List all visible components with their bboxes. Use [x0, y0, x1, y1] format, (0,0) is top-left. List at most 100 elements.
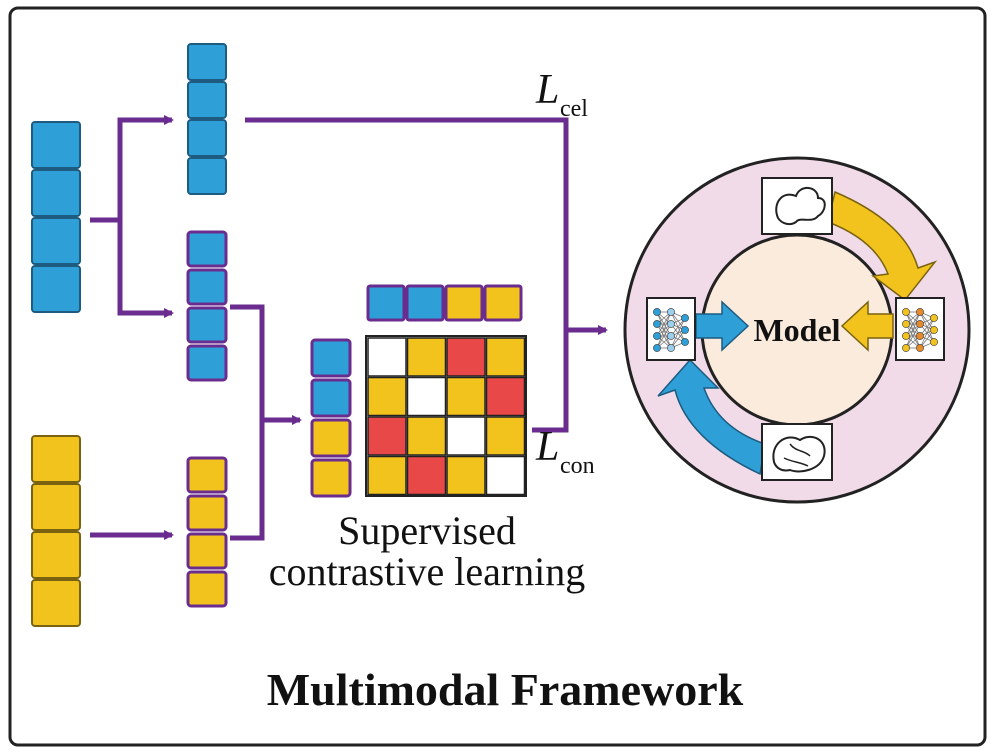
matrix-cell — [485, 416, 526, 456]
image-input-embedding — [31, 121, 81, 313]
matrix-cell — [406, 337, 447, 377]
loss-cel-label: L — [535, 67, 559, 113]
embedding-cell — [31, 169, 81, 217]
matrix-cell — [485, 337, 526, 377]
embedding-cell — [186, 570, 228, 608]
embedding-cell — [310, 418, 352, 458]
embedding-cell — [186, 532, 228, 570]
nn-node — [902, 344, 910, 352]
loss-con-label: L — [535, 424, 559, 470]
matrix-cell — [485, 455, 526, 496]
loss-con-subscript: con — [560, 453, 595, 479]
embedding-cell — [31, 265, 81, 313]
matrix-cell — [446, 337, 486, 377]
matrix-cell — [406, 376, 447, 417]
nn-node — [667, 332, 675, 340]
model-cycle: Model — [623, 156, 971, 504]
nn-edge — [656, 311, 672, 349]
embedding-cell — [31, 121, 81, 169]
embedding-cell — [31, 579, 81, 627]
matrix-cell — [446, 376, 486, 417]
matrix-header-cell — [366, 284, 406, 322]
matrix-top-row — [366, 284, 523, 322]
heart-sketch-icon — [761, 423, 833, 481]
caption-line-1: Supervised — [338, 508, 516, 553]
embedding-cell — [187, 81, 227, 119]
embedding-cell — [186, 494, 228, 532]
embedding-cell — [310, 458, 352, 498]
projected-embedding-top — [187, 43, 227, 195]
nn-node — [902, 320, 910, 328]
matrix-left-column — [310, 338, 352, 498]
nn-node — [930, 314, 938, 322]
embedding-cell — [31, 217, 81, 265]
neural-network-icon-orange — [895, 297, 945, 361]
embedding-cell — [31, 435, 81, 483]
nn-edge — [656, 311, 672, 337]
projected-embedding-middle — [186, 230, 228, 382]
nn-edge — [656, 323, 672, 349]
embedding-cell — [31, 531, 81, 579]
matrix-cell — [367, 337, 407, 377]
embedding-cell — [186, 268, 228, 306]
embedding-cell — [310, 338, 352, 378]
embedding-cell — [186, 456, 228, 494]
matrix-cell — [406, 416, 447, 456]
matrix-cell — [446, 455, 486, 496]
brain-sketch-icon — [761, 177, 833, 235]
nn-node — [667, 344, 675, 352]
nn-edge — [670, 317, 686, 349]
nn-edge — [919, 317, 935, 349]
nn-node — [916, 344, 924, 352]
nn-node — [653, 308, 661, 316]
nn-edge — [905, 311, 921, 337]
branch-connectors — [90, 115, 608, 541]
matrix-header-cell — [483, 284, 523, 322]
projected-embedding-bottom — [186, 456, 228, 608]
matrix-cell — [367, 455, 407, 496]
embedding-cell — [31, 483, 81, 531]
embedding-cell — [186, 344, 228, 382]
blue-input-arrow — [695, 300, 750, 352]
matrix-cell — [406, 455, 447, 496]
nn-node — [916, 332, 924, 340]
nn-node — [916, 320, 924, 328]
matrix-header-cell — [405, 284, 445, 322]
blue-curved-arrow — [657, 358, 766, 476]
nn-node — [681, 338, 689, 346]
matrix-cell — [367, 376, 407, 417]
neural-network-icon-blue — [646, 297, 696, 361]
model-label: Model — [753, 312, 840, 348]
matrix-cell — [485, 376, 526, 417]
nn-node — [930, 326, 938, 334]
embedding-cell — [310, 378, 352, 418]
caption-line-2: contrastive learning — [269, 549, 586, 594]
loss-cel-subscript: cel — [560, 96, 588, 122]
yellow-input-arrow — [840, 300, 894, 352]
nn-node — [653, 332, 661, 340]
embedding-cell — [186, 306, 228, 344]
matrix-header-cell — [444, 284, 484, 322]
diagram-title: Multimodal Framework — [267, 664, 744, 715]
embedding-cell — [187, 157, 227, 195]
nn-node — [681, 314, 689, 322]
nn-node — [653, 344, 661, 352]
nn-node — [916, 308, 924, 316]
nn-node — [681, 326, 689, 334]
nn-node — [653, 320, 661, 328]
text-input-embedding — [31, 435, 81, 627]
matrix-cell — [446, 416, 486, 456]
embedding-cell — [187, 119, 227, 157]
nn-node — [930, 338, 938, 346]
nn-node — [667, 308, 675, 316]
nn-edge — [905, 323, 921, 349]
nn-edge — [905, 311, 921, 349]
embedding-cell — [186, 230, 228, 268]
similarity-matrix — [365, 335, 527, 497]
nn-node — [902, 332, 910, 340]
nn-node — [667, 320, 675, 328]
embedding-cell — [187, 43, 227, 81]
nn-node — [902, 308, 910, 316]
matrix-cell — [367, 416, 407, 456]
